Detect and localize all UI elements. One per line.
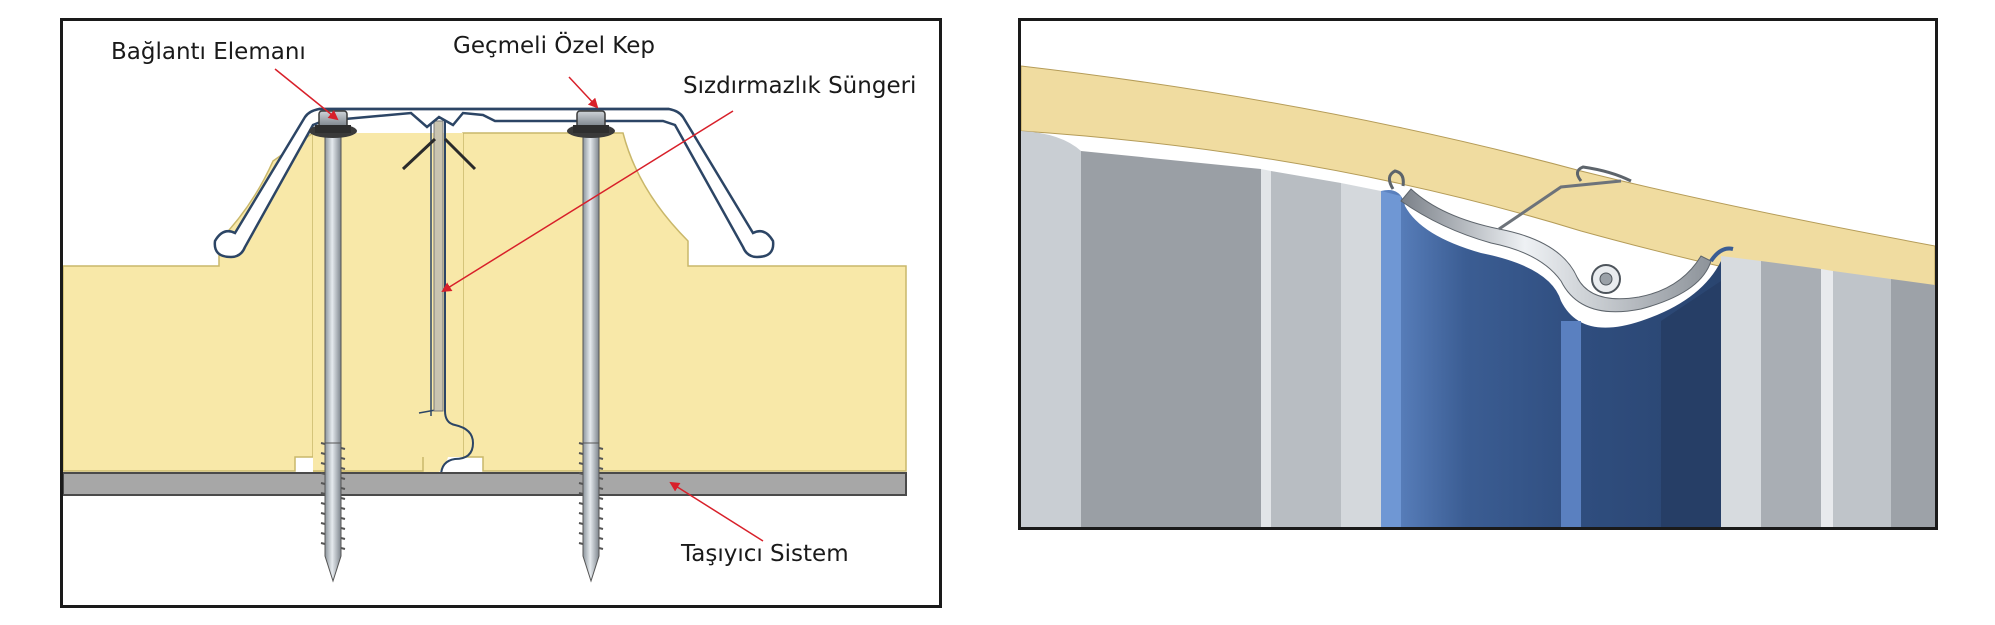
- snap-on-cap: [213, 107, 775, 259]
- roof-joint-section-diagram: Bağlantı Elemanı Geçmeli Özel Kep Sızdır…: [60, 18, 942, 608]
- support-system-leader: [669, 481, 764, 542]
- label-support-system: Taşıyıcı Sistem: [680, 541, 849, 567]
- label-fastener: Bağlantı Elemanı: [111, 39, 306, 65]
- fastener-leader: [274, 68, 339, 121]
- sealing-foam-leader: [441, 110, 734, 293]
- joint-section-svg: Bağlantı Elemanı Geçmeli Özel Kep Sızdır…: [63, 31, 916, 583]
- blue-cutaway-panel: [1381, 190, 1721, 527]
- support-purlin: [63, 472, 907, 496]
- label-snap-cap: Geçmeli Özel Kep: [453, 31, 655, 59]
- right-screw-thread: [578, 442, 604, 583]
- left-grey-panel: [1021, 131, 1381, 527]
- roof-joint-3d-illustration: [1018, 18, 1938, 530]
- right-fastener-screw: [567, 110, 615, 583]
- metal-joint-profile: [1400, 179, 1712, 313]
- foam-top-slab: [1021, 65, 1935, 307]
- left-fastener-screw: [309, 110, 357, 583]
- right-sandwich-panel: [462, 132, 907, 472]
- right-grey-panel: [1721, 256, 1935, 527]
- center-foam-core: [313, 133, 463, 476]
- panel-joint-line: [418, 120, 475, 477]
- joint-3d-svg: [1021, 21, 1935, 527]
- sealing-foam-v: [401, 137, 477, 171]
- left-screw-thread: [320, 442, 346, 583]
- top-groove-details: [1388, 165, 1734, 263]
- cap-leader: [568, 76, 599, 109]
- label-sealing-foam: Sızdırmazlık Süngeri: [683, 73, 916, 99]
